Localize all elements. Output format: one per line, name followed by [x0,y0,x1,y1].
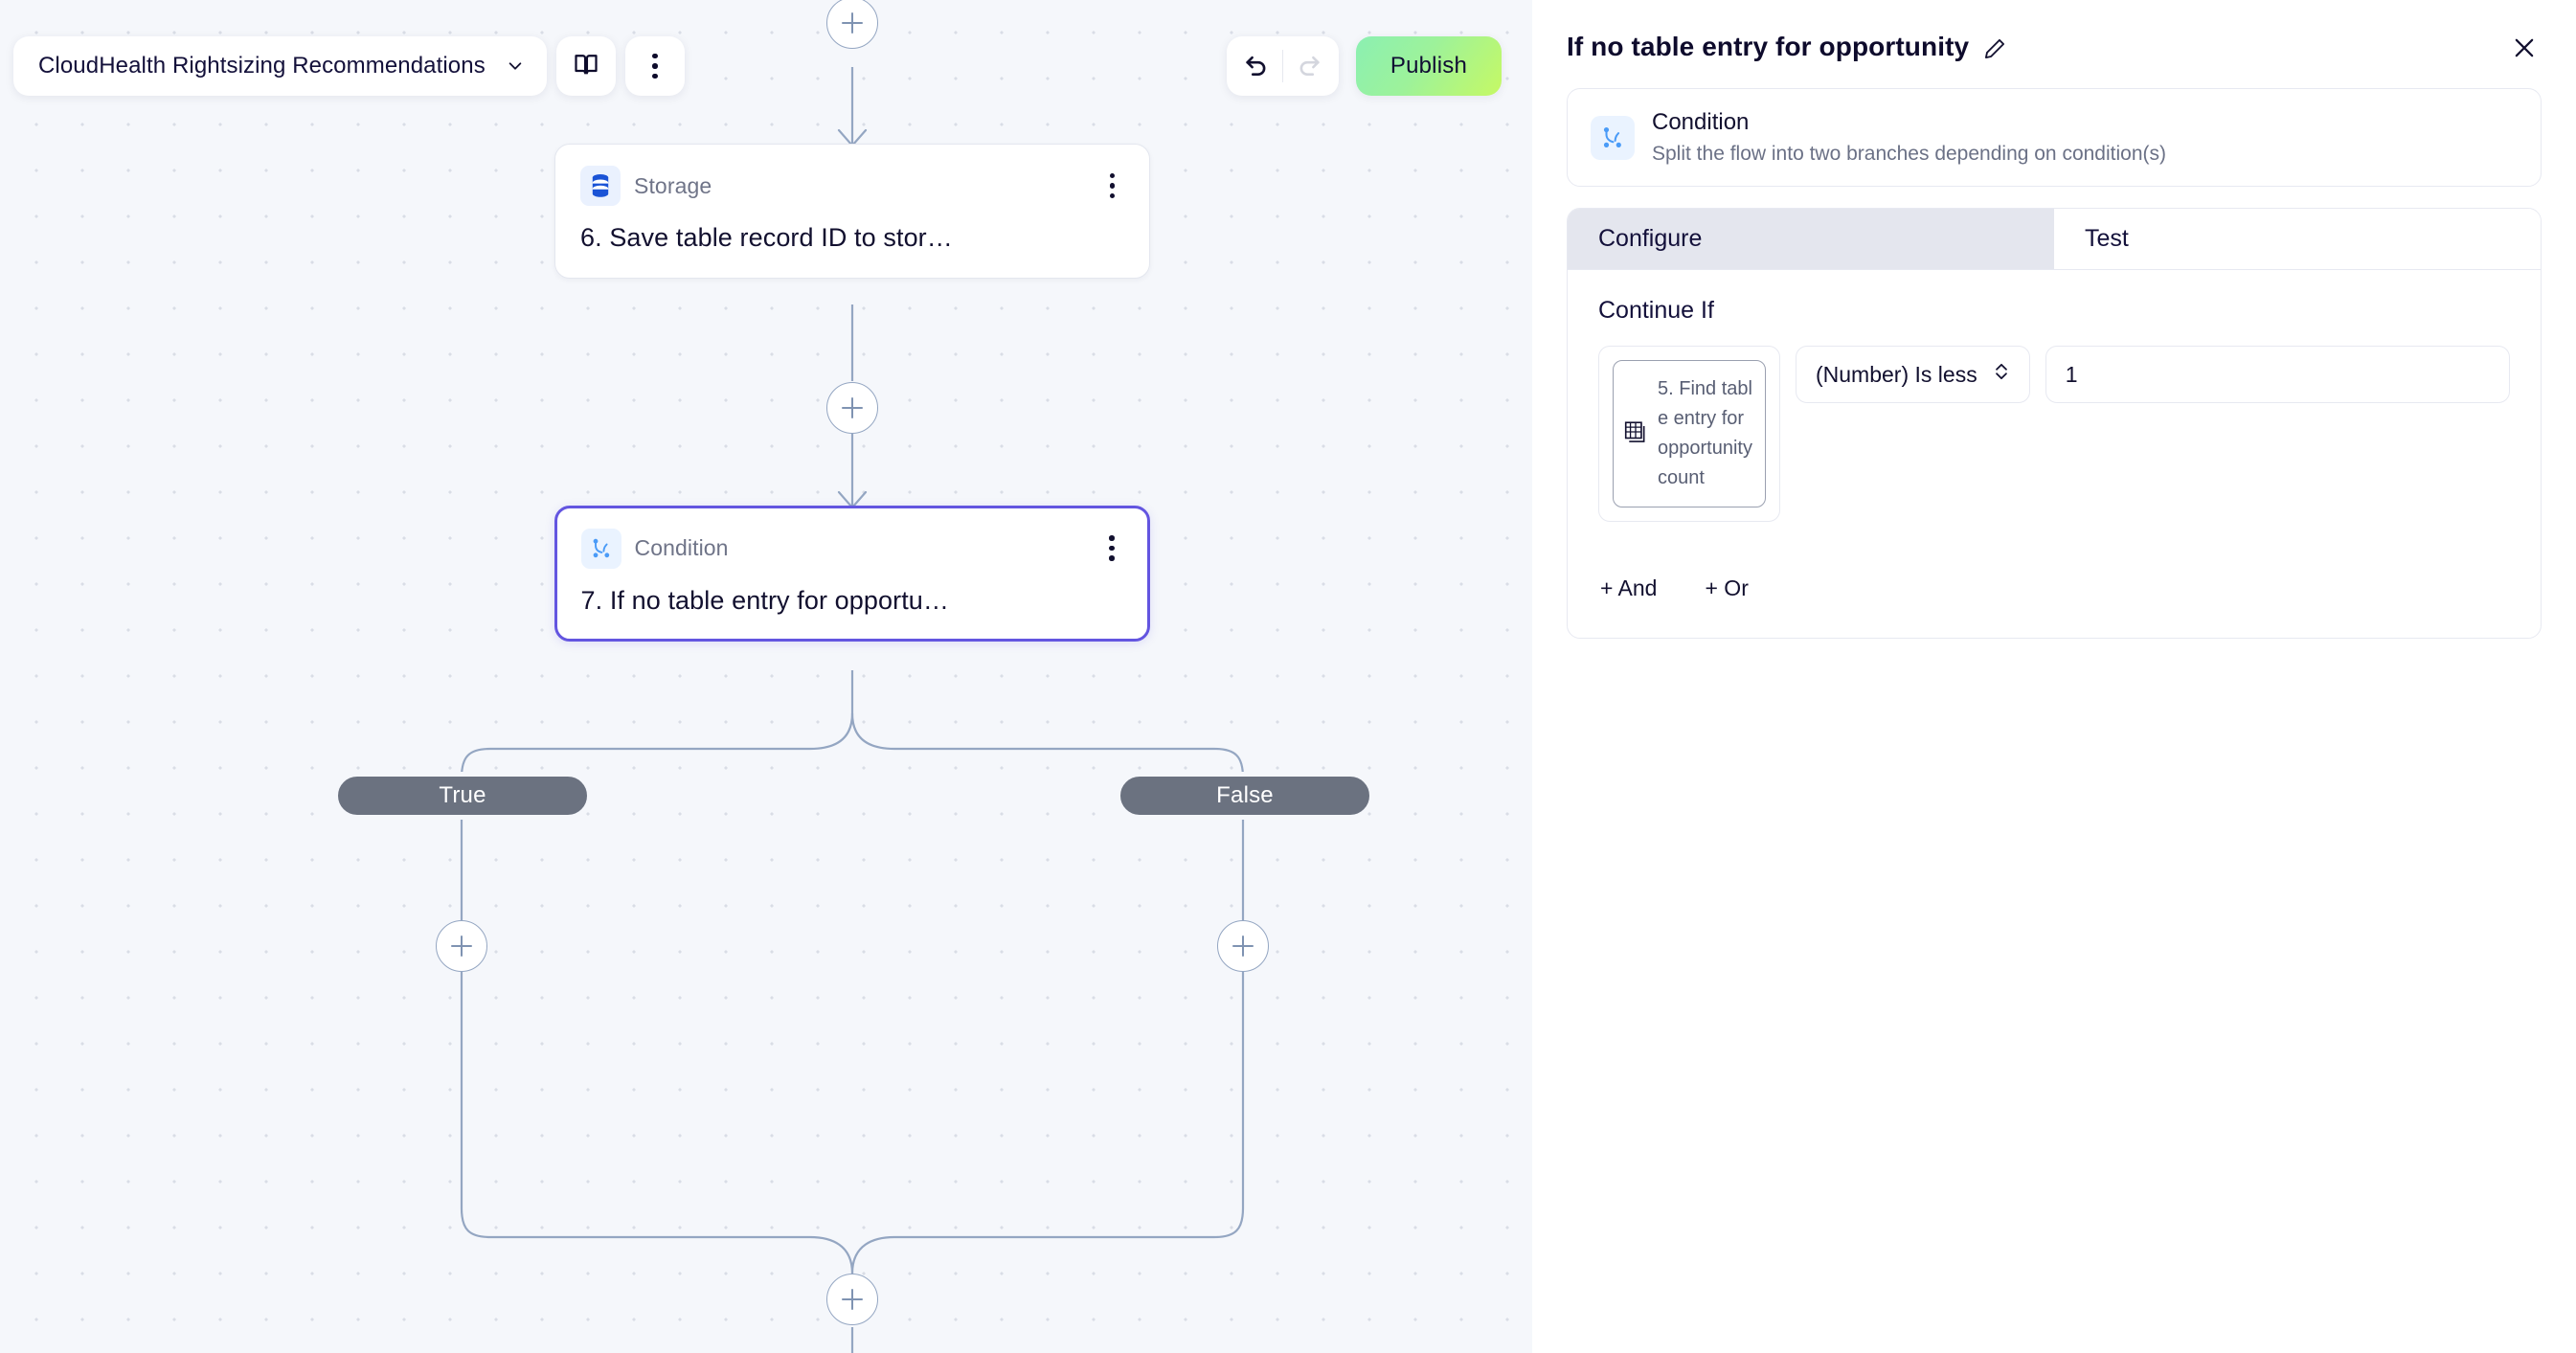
panel-header: If no table entry for opportunity [1567,32,2542,63]
operator-value: (Number) Is less [1816,361,1977,387]
pencil-icon[interactable] [1982,36,2007,61]
node-header: Storage [580,166,1124,206]
node-more-menu-button[interactable] [1100,168,1125,205]
branch-condition-icon [1591,115,1635,160]
node-info-description: Split the flow into two branches dependi… [1652,143,2166,165]
table-icon [1623,419,1648,449]
publish-button[interactable]: Publish [1355,36,1502,96]
node-info-card: Condition Split the flow into two branch… [1567,88,2542,188]
branch-label-text: False [1216,782,1274,808]
flow-name-selector[interactable]: CloudHealth Rightsizing Recommendations [13,36,547,96]
undo-redo-group [1226,36,1339,96]
undo-arrow-icon [1242,50,1271,83]
chevron-updown-icon [1993,361,2010,388]
flow-node-storage[interactable]: Storage 6. Save table record ID to stor… [554,144,1150,279]
redo-button[interactable] [1283,40,1335,92]
add-step-after-merge[interactable] [826,1274,878,1325]
close-icon[interactable] [2507,33,2542,63]
node-kind-label: Storage [634,172,712,198]
database-icon [580,166,621,206]
node-header: Condition [580,528,1124,569]
add-or-condition-button[interactable]: + Or [1703,572,1750,605]
canvas-toolbar-right: Publish [1226,36,1502,96]
tab-test[interactable]: Test [2054,209,2541,270]
page-title: If no table entry for opportunity [1567,32,1970,61]
variable-chip[interactable]: 5. Find table entry for opportunity coun… [1613,360,1766,508]
value-text: 1 [2065,361,2078,387]
operator-select[interactable]: (Number) Is less [1796,346,2030,404]
add-and-condition-button[interactable]: + And [1598,572,1659,605]
documentation-button[interactable] [555,36,616,96]
variable-field[interactable]: 5. Find table entry for opportunity coun… [1598,346,1780,523]
add-step-true-branch[interactable] [436,920,487,972]
canvas-toolbar-left: CloudHealth Rightsizing Recommendations [13,36,685,96]
branch-label-false[interactable]: False [1116,772,1374,820]
branch-condition-icon [580,528,621,569]
tab-configure[interactable]: Configure [1568,209,2054,270]
branch-label-true[interactable]: True [333,772,592,820]
add-step-top[interactable] [826,0,878,49]
more-vertical-icon [652,53,658,79]
add-step-between[interactable] [826,382,878,434]
continue-if-label: Continue If [1598,297,1714,325]
chevron-down-icon [507,57,524,75]
flow-name-label: CloudHealth Rightsizing Recommendations [38,53,486,79]
configure-body: Continue If 5. Find table entry [1568,270,2541,638]
condition-row: 5. Find table entry for opportunity coun… [1598,346,2510,523]
panel-tabs: Configure Test [1568,209,2541,271]
redo-arrow-icon [1295,50,1323,83]
branch-label-text: True [439,782,486,808]
node-title: 7. If no table entry for opportu… [580,585,950,615]
undo-button[interactable] [1231,40,1282,92]
book-icon [573,51,599,82]
add-step-false-branch[interactable] [1217,920,1269,972]
toolbar-divider [1281,50,1283,82]
canvas-more-menu-button[interactable] [624,36,685,96]
value-input[interactable]: 1 [2045,346,2510,404]
configure-card: Configure Test Continue If [1567,208,2542,640]
flow-canvas[interactable]: Storage 6. Save table record ID to stor… [0,0,1532,1353]
node-more-menu-button[interactable] [1099,530,1124,567]
node-kind-label: Condition [634,535,729,560]
logic-buttons: + And + Or [1598,572,2510,605]
node-title: 6. Save table record ID to stor… [580,223,953,252]
node-info-name: Condition [1652,109,1750,135]
node-info-text: Condition Split the flow into two branch… [1652,108,2166,167]
flow-node-condition[interactable]: Condition 7. If no table entry for oppor… [554,506,1150,642]
variable-label: 5. Find table entry for opportunity coun… [1658,378,1752,489]
node-config-panel: If no table entry for opportunity [1532,0,2576,1353]
